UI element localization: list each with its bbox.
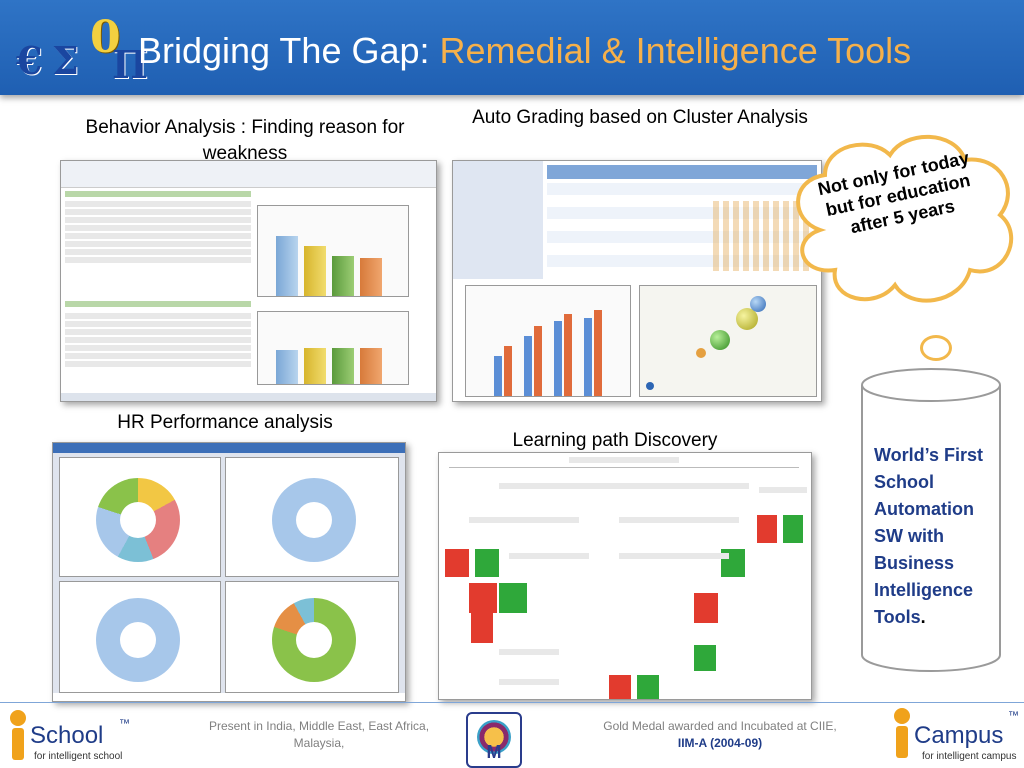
learning-path-caption: Learning path Discovery — [512, 430, 718, 451]
cylinder-text: World’s First School Automation SW with … — [874, 442, 994, 631]
title-bar: € Σ 0 Π Bridging The Gap: Remedial & Int… — [0, 0, 1024, 95]
icampus-tagline: for intelligent campus — [922, 751, 1017, 762]
icampus-tm: ™ — [1008, 710, 1019, 722]
footer-divider — [0, 702, 1024, 703]
math-symbols-logo: € Σ 0 Π — [12, 12, 162, 87]
pi-symbol: Π — [112, 42, 148, 87]
thought-cloud — [796, 134, 1014, 303]
award-text-main: Gold Medal awarded and Incubated at CIIE… — [603, 719, 837, 733]
learning-path-screenshot — [438, 452, 812, 700]
hr-performance-caption: HR Performance analysis — [117, 412, 333, 433]
euro-symbol: € — [16, 38, 43, 83]
zero-symbol: 0 — [90, 12, 121, 63]
cylinder-text-period: . — [920, 607, 926, 627]
ischool-name: School — [30, 722, 104, 749]
auto-grading-screenshot — [452, 160, 822, 402]
icampus-name: Campus — [914, 722, 1004, 749]
page-title: Bridging The Gap: Remedial & Intelligenc… — [138, 30, 911, 72]
behavior-analysis-caption: Behavior Analysis : Finding reason for w… — [85, 117, 405, 164]
medal-letter: M — [486, 742, 502, 762]
ischool-dot-icon — [10, 710, 26, 726]
hr-performance-screenshot — [52, 442, 406, 702]
database-cylinder — [861, 368, 1001, 672]
award-text: Gold Medal awarded and Incubated at CIIE… — [600, 718, 840, 752]
ischool-i-icon — [12, 728, 24, 760]
thought-bubble-large — [920, 335, 952, 361]
ischool-tm: ™ — [119, 718, 130, 730]
auto-grading-caption: Auto Grading based on Cluster Analysis — [472, 107, 808, 128]
behavior-analysis-screenshot — [60, 160, 437, 402]
icampus-dot-icon — [894, 708, 910, 724]
title-prefix: Bridging The Gap: — [138, 30, 430, 71]
title-accent: Remedial & Intelligence Tools — [439, 30, 912, 71]
sigma-symbol: Σ — [52, 38, 79, 83]
ischool-logo: School ™ for intelligent school — [6, 710, 136, 766]
award-text-bold: IIM-A (2004-09) — [677, 736, 763, 750]
presence-text: Present in India, Middle East, East Afri… — [208, 719, 430, 750]
medal-icon — [477, 720, 511, 754]
ischool-tagline: for intelligent school — [34, 751, 123, 762]
medal-logo: M — [466, 712, 522, 768]
cylinder-text-main: World’s First School Automation SW with … — [874, 445, 984, 627]
icampus-i-icon — [896, 726, 908, 758]
icampus-logo: Campus ™ for intelligent campus — [888, 708, 1022, 766]
